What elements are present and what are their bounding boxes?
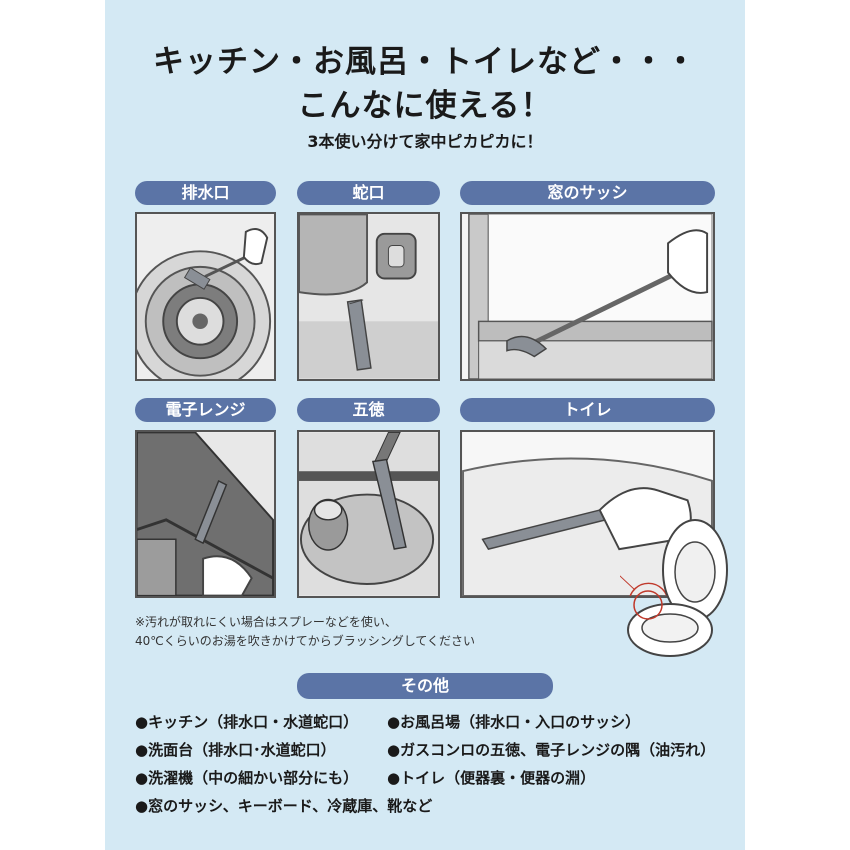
subtitle: 3本使い分けて家中ピカピカに！ xyxy=(307,132,543,151)
photo-window-sash xyxy=(460,212,715,381)
other-label: その他 xyxy=(297,673,553,699)
note-line2: 40℃くらいのお湯を吹きかけてからブラッシングしてください xyxy=(135,634,476,648)
other-item-washbasin: ●洗面台（排水口･水道蛇口） xyxy=(135,741,336,759)
category-label-burner-grate: 五徳 xyxy=(297,398,440,422)
other-item-gas-stove: ●ガスコンロの五徳、電子レンジの隅（油汚れ） xyxy=(387,741,716,759)
other-item-toilet: ●トイレ（便器裏・便器の淵） xyxy=(387,769,596,787)
other-item-misc: ●窓のサッシ、キーボード、冷蔵庫、靴など xyxy=(135,797,433,815)
photo-drain xyxy=(135,212,276,381)
background-panel xyxy=(105,0,745,850)
photo-faucet xyxy=(297,212,440,381)
other-item-bathroom: ●お風呂場（排水口・入口のサッシ） xyxy=(387,713,641,731)
headline-line1: キッチン・お風呂・トイレなど・・・ xyxy=(153,44,697,80)
other-item-kitchen: ●キッチン（排水口・水道蛇口） xyxy=(135,713,359,731)
category-label-window-sash: 窓のサッシ xyxy=(460,181,715,205)
photo-microwave xyxy=(135,430,276,598)
photo-burner-grate xyxy=(297,430,440,598)
category-label-faucet: 蛇口 xyxy=(297,181,440,205)
other-item-washing-machine: ●洗濯機（中の細かい部分にも） xyxy=(135,769,359,787)
headline-line2: こんなに使える！ xyxy=(297,88,553,124)
category-label-drain: 排水口 xyxy=(135,181,276,205)
note-line1: ※汚れが取れにくい場合はスプレーなどを使い、 xyxy=(135,615,397,629)
category-label-toilet: トイレ xyxy=(460,398,715,422)
toilet-inset-illustration xyxy=(559,510,740,670)
category-label-microwave: 電子レンジ xyxy=(135,398,276,422)
